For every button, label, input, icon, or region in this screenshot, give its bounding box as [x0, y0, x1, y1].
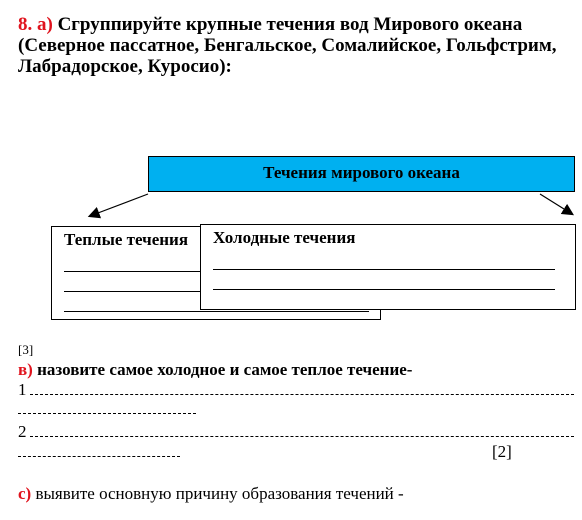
part-a-letter: а) — [37, 14, 53, 35]
answer-line-1-dashes[interactable] — [30, 394, 574, 395]
answer-line-1-cont-dashes[interactable] — [18, 413, 196, 414]
warm-currents-label: Теплые течения — [64, 230, 189, 249]
part-a-instruction: Сгруппируйте крупные течения вод Мировог… — [18, 14, 557, 77]
task-number: 8. — [18, 14, 33, 35]
part-c-question: с) выявите основную причину образования … — [18, 484, 404, 504]
arrow-to-warm — [87, 193, 149, 219]
arrow-to-cold — [539, 193, 575, 216]
part-c-letter: с) — [18, 484, 32, 503]
warm-answer-line-3[interactable] — [64, 311, 369, 312]
answer-line-2-number: 2 — [18, 422, 27, 441]
cold-currents-box: Холодные течения — [200, 224, 576, 310]
answer-line-1-number: 1 — [18, 380, 27, 399]
cold-answer-line-1[interactable] — [213, 269, 555, 270]
answer-line-2-dashes[interactable] — [30, 436, 574, 437]
diagram-root-box: Течения мирового океана — [148, 156, 575, 192]
part-b-question: в) назовите самое холодное и самое тепло… — [18, 360, 412, 380]
score-a: [3] — [18, 342, 34, 357]
answer-line-2-cont-dashes[interactable] — [18, 456, 180, 457]
score-b: [2] — [492, 442, 512, 461]
part-b-letter: в) — [18, 360, 33, 379]
task-8-header: 8. а) Сгруппируйте крупные течения вод М… — [18, 14, 578, 77]
part-c-text: выявите основную причину образования теч… — [31, 484, 404, 503]
diagram-root-label: Течения мирового океана — [263, 163, 460, 182]
part-b-text: назовите самое холодное и самое теплое т… — [32, 360, 413, 379]
cold-answer-line-2[interactable] — [213, 289, 555, 290]
cold-currents-label: Холодные течения — [213, 228, 356, 247]
